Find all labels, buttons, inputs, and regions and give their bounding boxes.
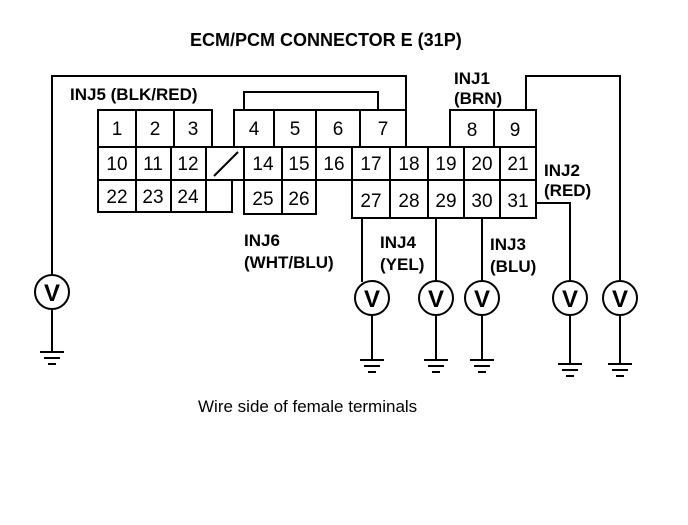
pin-label-18: 18 — [398, 154, 419, 175]
pin-cell-21 — [499, 146, 537, 181]
inj1-wire — [525, 75, 621, 280]
pin-label-16: 16 — [323, 154, 344, 175]
pin-label-30: 30 — [471, 191, 492, 212]
voltmeter-inj2: V — [552, 280, 588, 377]
pin-cell-25 — [243, 179, 283, 215]
pin-cell-24 — [170, 179, 207, 213]
pin-label-31: 31 — [507, 191, 528, 212]
inj2-name: INJ2 — [544, 161, 580, 180]
pin-label-12: 12 — [177, 154, 198, 175]
inj1-wire-color: (BRN) — [454, 89, 502, 108]
pin-label-2: 2 — [150, 119, 161, 140]
pin-label-27: 27 — [360, 191, 381, 212]
inj4-name: INJ4 — [380, 233, 416, 252]
voltmeter-inj4: V — [418, 280, 454, 373]
pin-label-22: 22 — [106, 187, 127, 208]
pin-cell-26 — [281, 179, 317, 215]
pin-label-5: 5 — [290, 119, 301, 140]
pin-cell-28 — [389, 179, 429, 219]
pin-cell-13-blank — [205, 146, 245, 181]
pin-cell-15 — [281, 146, 317, 181]
diagram-title: ECM/PCM CONNECTOR E (31P) — [190, 30, 462, 50]
inj6-name: INJ6 — [244, 231, 280, 250]
inj4-wire-color: (YEL) — [380, 255, 424, 274]
voltmeter-inj6: V — [354, 280, 390, 373]
voltmeter-symbol: V — [44, 280, 60, 307]
pin-cell-9 — [493, 109, 537, 149]
pin-label-1: 1 — [112, 119, 123, 140]
pin-cell-23 — [135, 179, 172, 213]
pin-label-23: 23 — [142, 187, 163, 208]
pin-label-14: 14 — [252, 154, 274, 175]
pin-cell-18 — [389, 146, 429, 181]
connector-latch — [243, 91, 379, 110]
pin-label-29: 29 — [435, 191, 456, 212]
pin-label-3: 3 — [188, 119, 199, 140]
voltmeter-inj3: V — [464, 280, 500, 373]
inj3-name: INJ3 — [490, 235, 526, 254]
inj6-wire-color: (WHT/BLU) — [244, 253, 334, 272]
pin-label-17: 17 — [360, 154, 381, 175]
voltmeter-symbol: V — [364, 286, 380, 313]
pin-label-21: 21 — [507, 154, 528, 175]
inj5-wire — [51, 75, 407, 276]
voltmeter-inj1: V — [602, 280, 638, 377]
inj2-wire-color: (RED) — [544, 181, 591, 200]
connector-e: 1 2 3 4 5 6 7 8 9 10 11 12 14 15 16 17 1… — [97, 91, 537, 219]
pin-label-26: 26 — [288, 189, 309, 210]
voltmeter-symbol: V — [474, 286, 490, 313]
voltmeter-symbol: V — [612, 286, 628, 313]
inj1-name: INJ1 — [454, 69, 490, 88]
pin-13-slash — [213, 151, 239, 177]
pin-cell-31 — [499, 179, 537, 219]
pin-label-7: 7 — [378, 119, 389, 140]
pin-cell-27 — [351, 179, 391, 219]
voltmeter-symbol: V — [562, 286, 578, 313]
inj5-label: INJ5 (BLK/RED) — [70, 85, 198, 104]
pin-label-20: 20 — [471, 154, 492, 175]
pin-label-9: 9 — [510, 120, 521, 141]
pin-cell-16 — [315, 146, 353, 181]
pin-label-28: 28 — [398, 191, 419, 212]
inj3-wire-color: (BLU) — [490, 257, 536, 276]
wiring — [51, 75, 621, 282]
pin-label-4: 4 — [249, 119, 260, 140]
pin-label-24: 24 — [177, 187, 199, 208]
inj2-wire — [536, 202, 571, 280]
voltmeter-inj5: V — [34, 274, 70, 365]
diagram-caption: Wire side of female terminals — [198, 397, 417, 416]
voltmeter-symbol: V — [428, 286, 444, 313]
pin-label-11: 11 — [143, 154, 163, 175]
pin-label-19: 19 — [435, 154, 456, 175]
pin-cell-11 — [135, 146, 172, 181]
pin-label-25: 25 — [252, 189, 273, 210]
pin-label-8: 8 — [467, 120, 478, 141]
pin-label-6: 6 — [333, 119, 344, 140]
pin-label-15: 15 — [288, 154, 309, 175]
pin-label-10: 10 — [106, 154, 127, 175]
